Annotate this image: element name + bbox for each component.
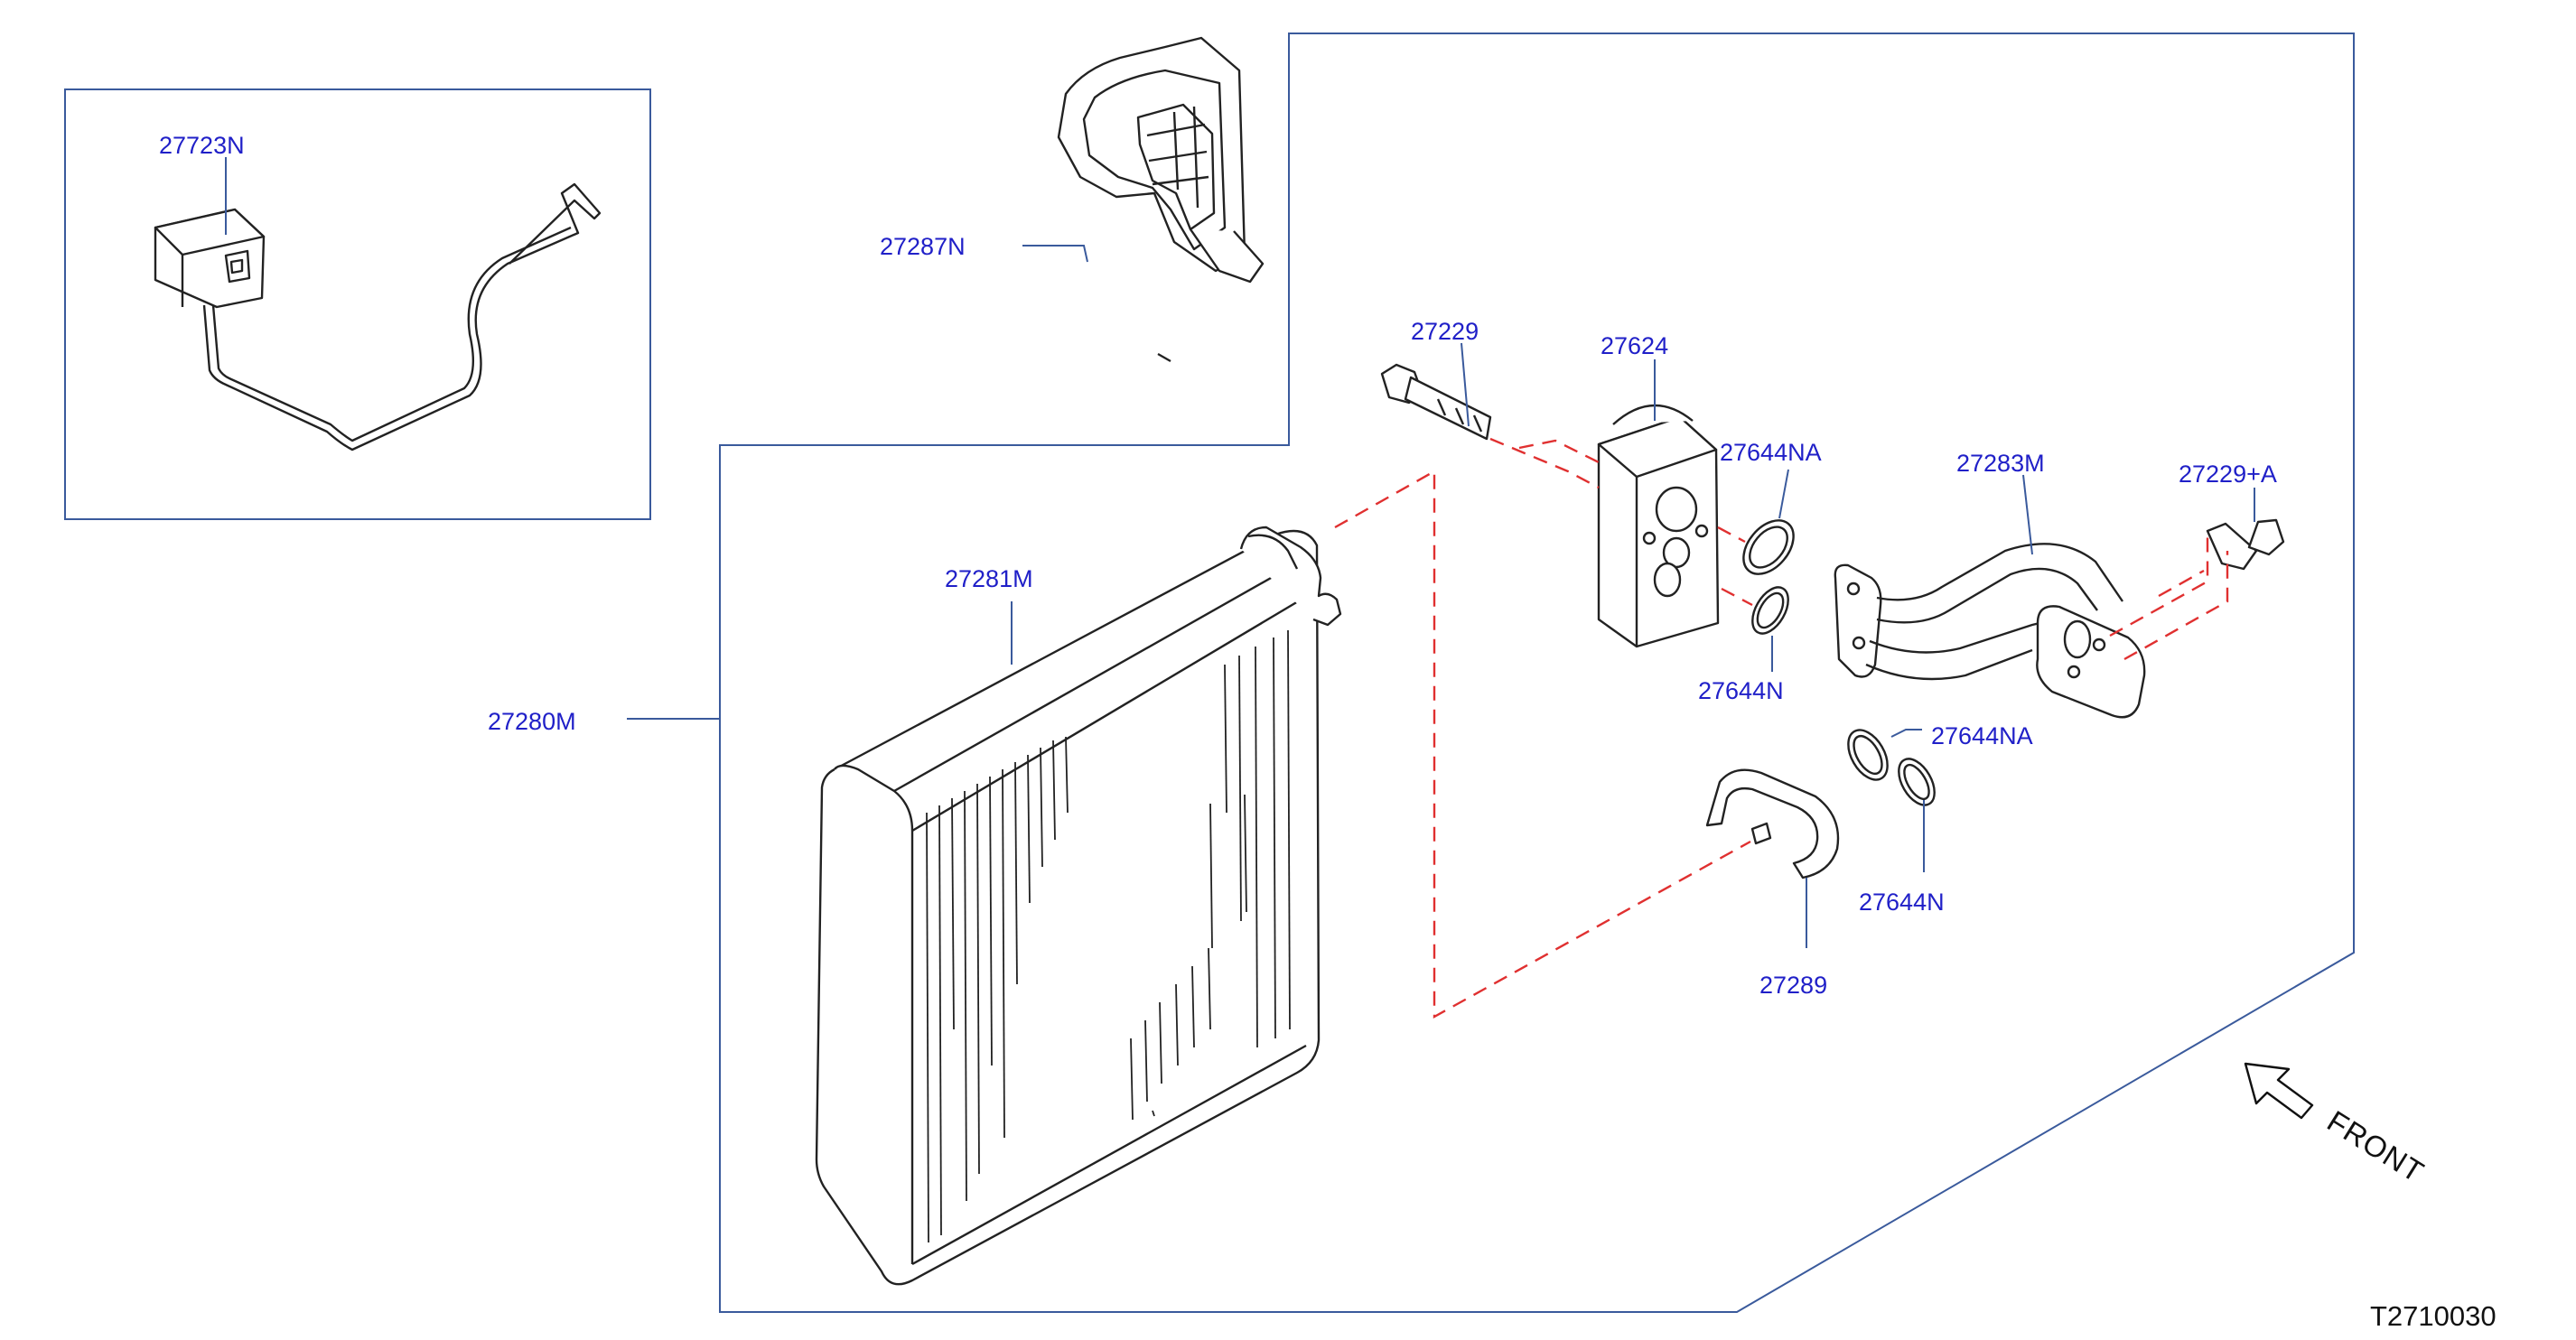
main-assembly-boundary xyxy=(719,33,2355,1313)
label-27644N-bottom[interactable]: 27644N xyxy=(1859,889,1945,916)
label-27229[interactable]: 27229 xyxy=(1411,318,1479,345)
o-ring-27644NA-bottom[interactable] xyxy=(1840,723,1895,786)
expansion-valve-27624[interactable] xyxy=(1597,404,1720,648)
label-27624[interactable]: 27624 xyxy=(1601,332,1668,359)
front-label: FRONT xyxy=(2321,1104,2430,1189)
label-27229-A[interactable]: 27229+A xyxy=(2179,461,2277,488)
diagram-code: T2710030 xyxy=(2370,1300,2497,1332)
label-27280M[interactable]: 27280M xyxy=(488,708,576,735)
sensor-inset-box xyxy=(64,88,651,520)
leader-lines xyxy=(225,157,2255,948)
label-27283M[interactable]: 27283M xyxy=(1956,450,2045,477)
label-27644NA-top[interactable]: 27644NA xyxy=(1720,439,1822,466)
front-arrow-icon xyxy=(2244,1062,2314,1120)
assembly-guide-lines xyxy=(1334,437,2229,1019)
pipe-assembly-27283M[interactable] xyxy=(1834,543,2146,719)
label-27644NA-bottom[interactable]: 27644NA xyxy=(1931,722,2033,749)
bolt-27229[interactable] xyxy=(1380,363,1492,441)
bolt-27229-A[interactable] xyxy=(2206,518,2285,571)
o-ring-27644N-top[interactable] xyxy=(1745,582,1796,639)
label-27287N[interactable]: 27287N xyxy=(880,233,966,260)
o-ring-27644N-bottom[interactable] xyxy=(1891,753,1942,811)
evaporator-case-27287N[interactable] xyxy=(1057,36,1265,363)
thermo-sensor-27723N[interactable] xyxy=(154,182,602,451)
o-ring-27644NA-top[interactable] xyxy=(1733,511,1803,583)
label-27289[interactable]: 27289 xyxy=(1759,972,1827,999)
label-27644N-top[interactable]: 27644N xyxy=(1698,677,1784,704)
label-27281M[interactable]: 27281M xyxy=(945,565,1033,592)
clip-27289[interactable] xyxy=(1705,768,1840,879)
evaporator-core-27281M[interactable] xyxy=(815,526,1342,1286)
part-labels: 27723N 27287N 27229 27624 27644NA 27283M… xyxy=(159,132,2277,999)
label-27723N[interactable]: 27723N xyxy=(159,132,245,159)
front-indicator: FRONT xyxy=(2244,1062,2431,1189)
